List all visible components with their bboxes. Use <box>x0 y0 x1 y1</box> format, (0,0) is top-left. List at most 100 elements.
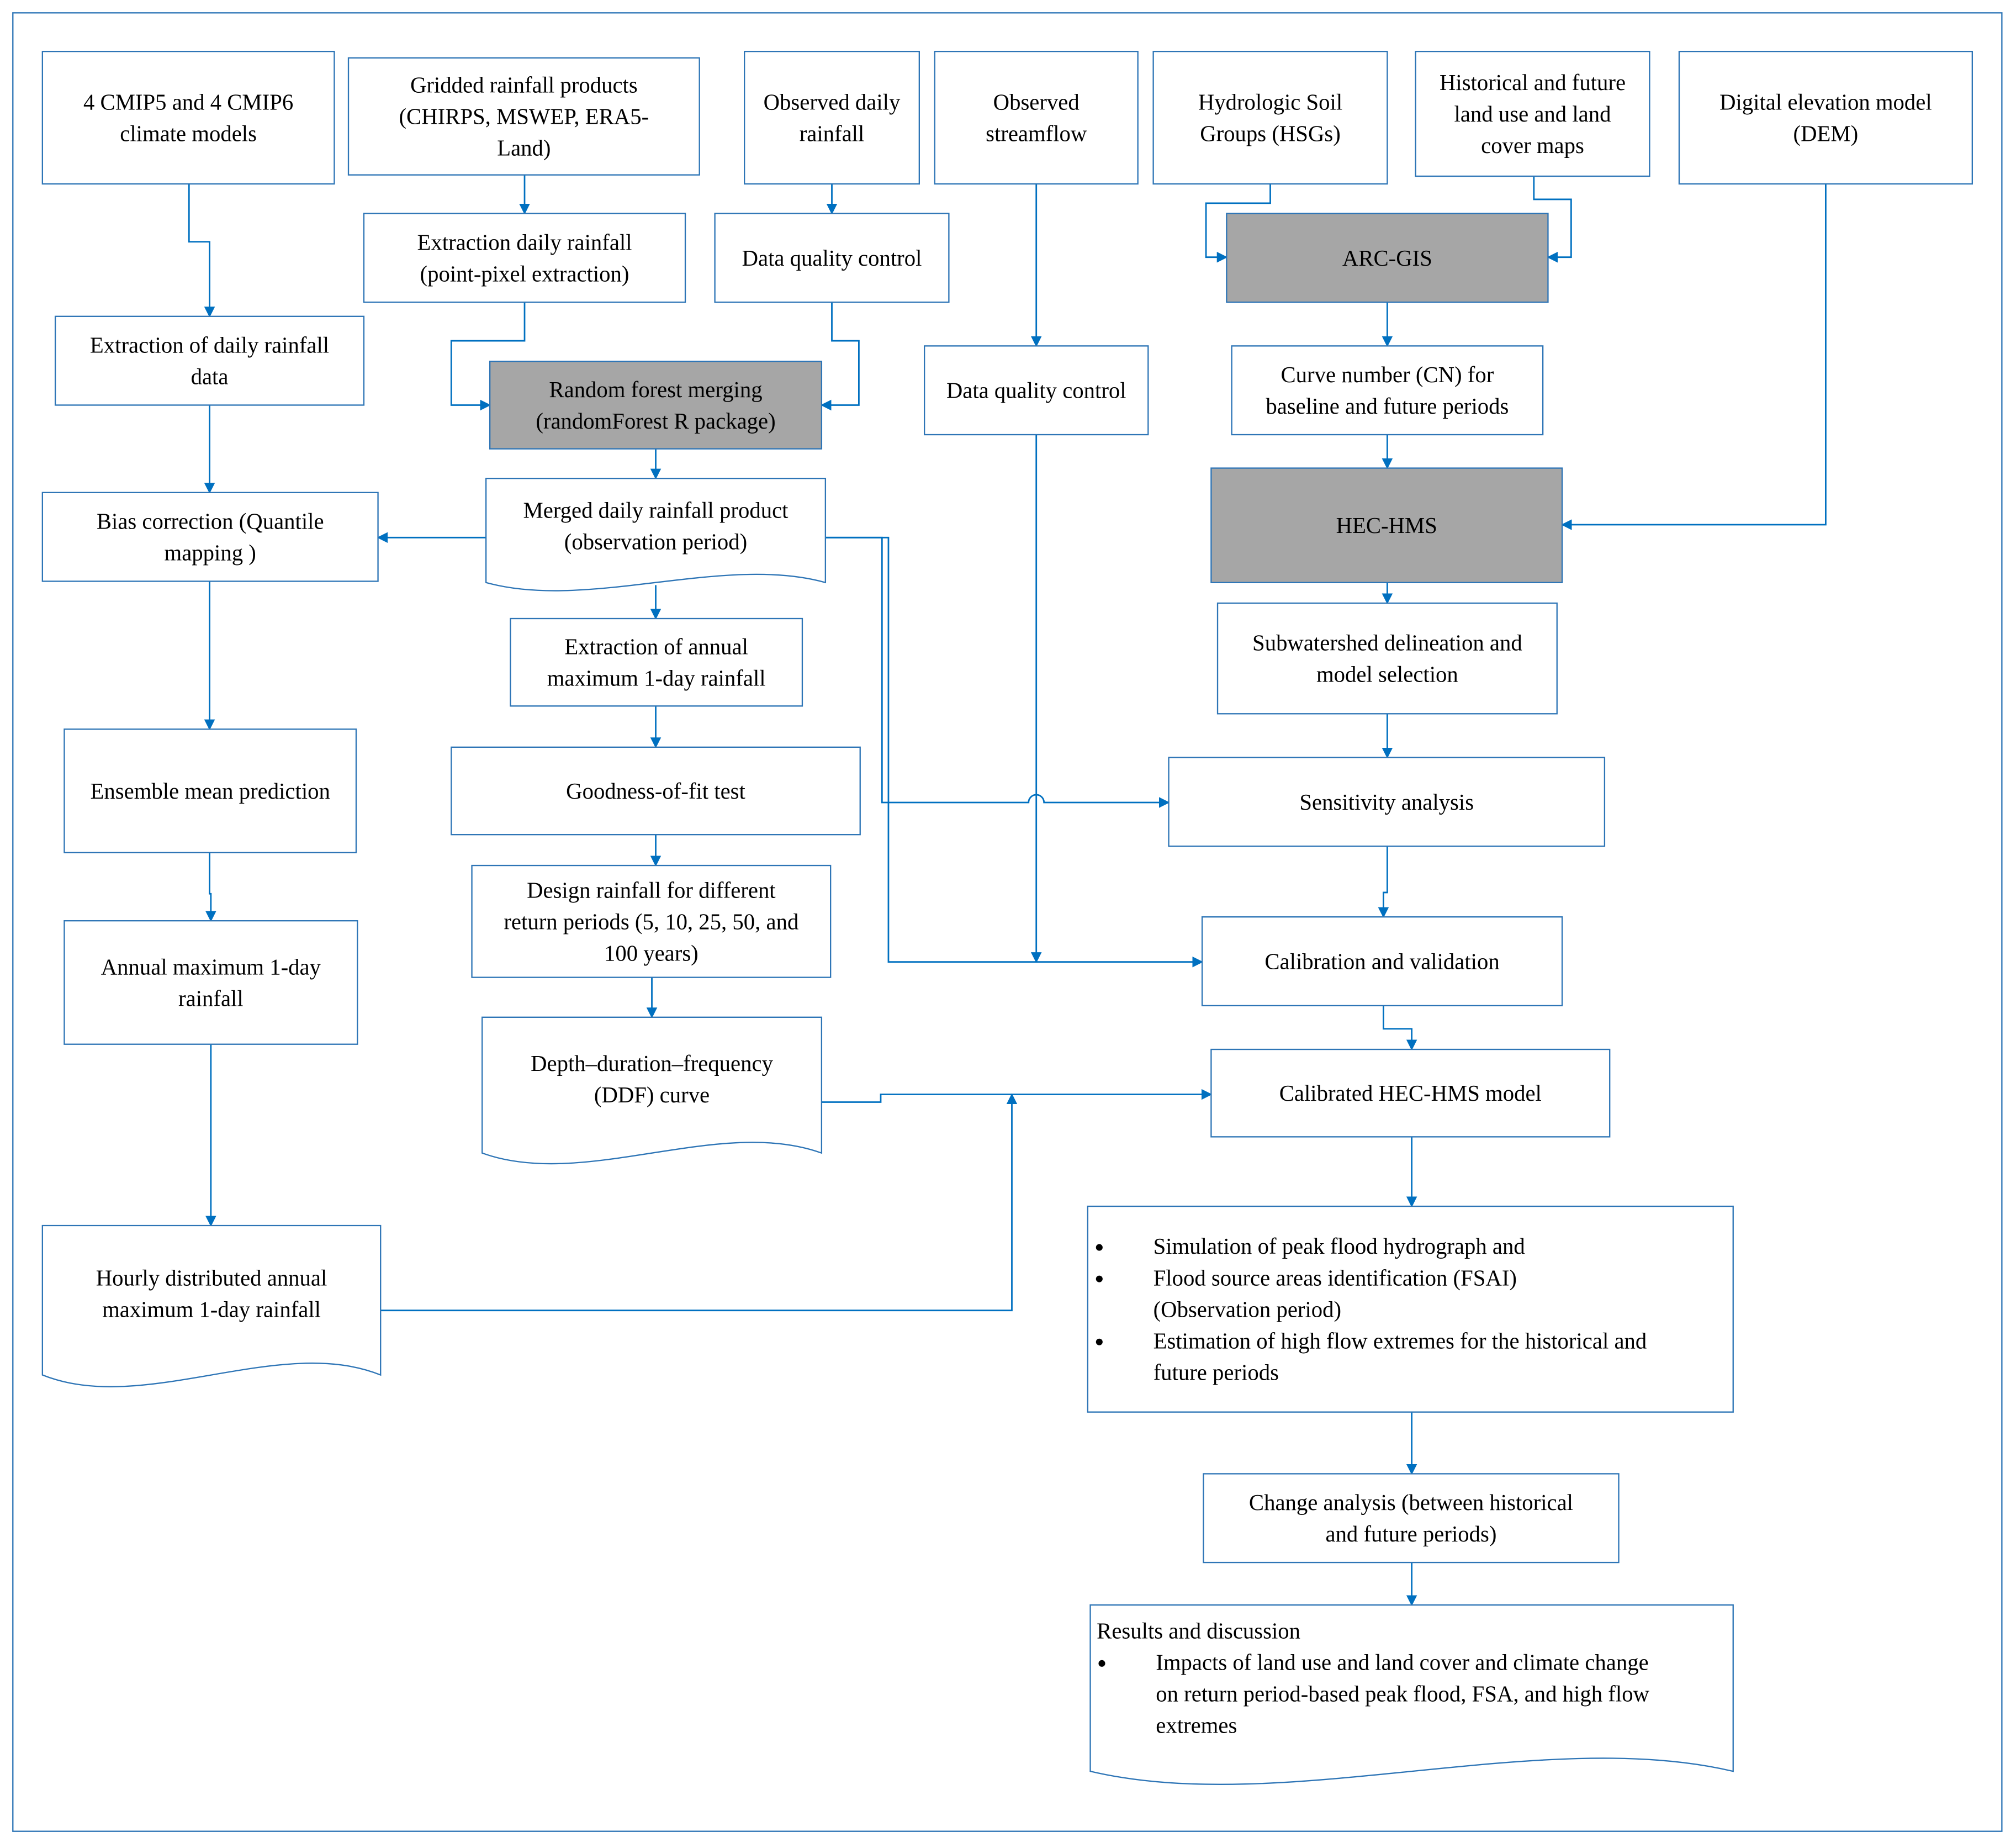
node-label: Historical and future <box>1440 70 1626 95</box>
node-label: Hydrologic Soil <box>1198 90 1342 115</box>
extract-grid-shape <box>363 213 686 303</box>
node-label: baseline and future periods <box>1266 394 1509 419</box>
bullet-icon <box>1096 1244 1103 1251</box>
node-label: Data quality control <box>946 378 1126 403</box>
node-label: Merged daily rainfall product <box>523 498 789 522</box>
node-label: model selection <box>1316 662 1458 687</box>
node-label: Groups (HSGs) <box>1200 122 1341 146</box>
extract-daily-shape <box>54 315 365 406</box>
bullet-text: (Observation period) <box>1153 1297 1341 1322</box>
sensitivity-shape <box>1168 757 1606 847</box>
node-sensitivity: Sensitivity analysis <box>1168 757 1606 847</box>
hechms-shape <box>1210 467 1563 583</box>
bullet-text: extremes <box>1156 1713 1237 1738</box>
node-label: Curve number (CN) for <box>1281 362 1494 387</box>
simulation-shape <box>1087 1205 1734 1413</box>
node-extract-grid: Extraction daily rainfall (point-pixel ex… <box>363 213 686 303</box>
arrow-extract-grid-to-rf <box>450 302 526 411</box>
node-label: (randomForest R package) <box>536 409 775 434</box>
node-calibrated: Calibrated HEC-HMS model <box>1210 1048 1611 1138</box>
node-label: maximum 1-day rainfall <box>547 666 766 691</box>
arrow-lulc-to-arcgis <box>1533 176 1572 263</box>
node-label: (observation period) <box>564 529 747 554</box>
node-label: rainfall <box>178 986 244 1011</box>
node-rf: Random forest merging(randomForest R pac… <box>489 361 823 450</box>
hsg-shape <box>1152 50 1388 185</box>
node-label: Hourly distributed annual <box>96 1265 327 1290</box>
node-label: Extraction of annual <box>564 635 748 659</box>
node-label: Calibration and validation <box>1264 949 1499 974</box>
node-label: Design rainfall for different <box>527 878 776 902</box>
node-label: ARC-GIS <box>1342 246 1432 271</box>
node-label: Goodness-of-fit test <box>566 779 745 804</box>
node-label: data <box>191 365 229 389</box>
node-label: rainfall <box>800 122 865 146</box>
node-label: maximum 1-day rainfall <box>102 1297 321 1322</box>
node-simulation: Simulation of peak flood hydrograph and … <box>1087 1205 1734 1413</box>
node-arcgis: ARC-GIS <box>1226 213 1549 303</box>
node-hechms: HEC-HMS <box>1210 467 1563 583</box>
node-label: Extraction daily rainfall <box>417 230 632 255</box>
cn-shape <box>1231 345 1544 436</box>
obs-flow-shape <box>934 50 1139 185</box>
arrow-merged-to-sensitivity <box>825 536 1170 808</box>
bullet-icon <box>1098 1660 1105 1667</box>
node-dqc2: Data quality control <box>923 345 1149 436</box>
node-gridded: Gridded rainfall products (CHIRPS, MSWEP,… <box>347 57 700 176</box>
arrow-ddf-to-calibrated <box>821 1089 1213 1103</box>
annual-shape <box>64 920 358 1045</box>
hourly-shape <box>41 1224 382 1387</box>
node-label: HEC-HMS <box>1336 513 1437 538</box>
node-label: streamflow <box>986 122 1087 146</box>
node-label: Extraction of daily rainfall <box>90 333 329 358</box>
arrow-hourly-to-calibrated <box>380 1093 1018 1312</box>
node-label: (DEM) <box>1793 122 1859 146</box>
ensemble-shape <box>64 728 357 853</box>
bias-shape <box>41 492 379 582</box>
bullet-text: future periods <box>1153 1360 1279 1385</box>
node-label: mapping ) <box>165 541 256 566</box>
arrow-ensemble-to-annual <box>205 852 216 922</box>
node-extract-annual: Extraction of annual maximum 1-day rainfa… <box>510 617 803 707</box>
subwatershed-shape <box>1216 602 1558 715</box>
node-hourly: Hourly distributed annual maximum 1-day r… <box>41 1224 382 1387</box>
node-merged: Merged daily rainfall product (observatio… <box>485 478 827 592</box>
dem-shape <box>1678 50 1973 185</box>
calibrated-shape <box>1210 1048 1611 1138</box>
node-dqc1: Data quality control <box>714 213 950 303</box>
bullet-icon <box>1096 1275 1103 1282</box>
node-label: (CHIRPS, MSWEP, ERA5- <box>399 104 649 129</box>
design-shape <box>471 864 832 978</box>
merged-shape <box>485 478 827 592</box>
gridded-shape <box>347 57 700 176</box>
node-bias: Bias correction (Quantile mapping ) <box>41 492 379 582</box>
ddf-shape <box>481 1016 823 1165</box>
node-extract-daily: Extraction of daily rainfall data <box>54 315 365 406</box>
obs-rain-shape <box>744 50 920 185</box>
results-heading: Results and discussion <box>1097 1618 1300 1643</box>
node-label: Depth–duration–frequency <box>531 1051 774 1076</box>
arrow-hsg-to-arcgis <box>1205 183 1271 263</box>
node-label: Ensemble mean prediction <box>91 779 330 804</box>
node-ddf: Depth–duration–frequency(DDF) curve <box>481 1016 823 1165</box>
node-label: Gridded rainfall products <box>410 73 638 98</box>
node-label: Bias correction (Quantile <box>97 509 324 534</box>
arrow-dem-to-hechms <box>1561 183 1827 530</box>
node-dem: Digital elevation model(DEM) <box>1678 50 1973 185</box>
node-label: (point-pixel extraction) <box>420 261 629 286</box>
extract-annual-shape <box>510 617 803 707</box>
bullet-text: on return period-based peak flood, FSA, … <box>1156 1682 1649 1707</box>
outer-frame <box>12 12 2003 1832</box>
cmip-shape <box>41 50 335 185</box>
rf-shape <box>489 361 823 450</box>
bullet-text: Estimation of high flow extremes for the… <box>1153 1328 1647 1353</box>
node-label: Data quality control <box>742 246 922 271</box>
bullet-text: Impacts of land use and land cover and c… <box>1156 1650 1648 1675</box>
